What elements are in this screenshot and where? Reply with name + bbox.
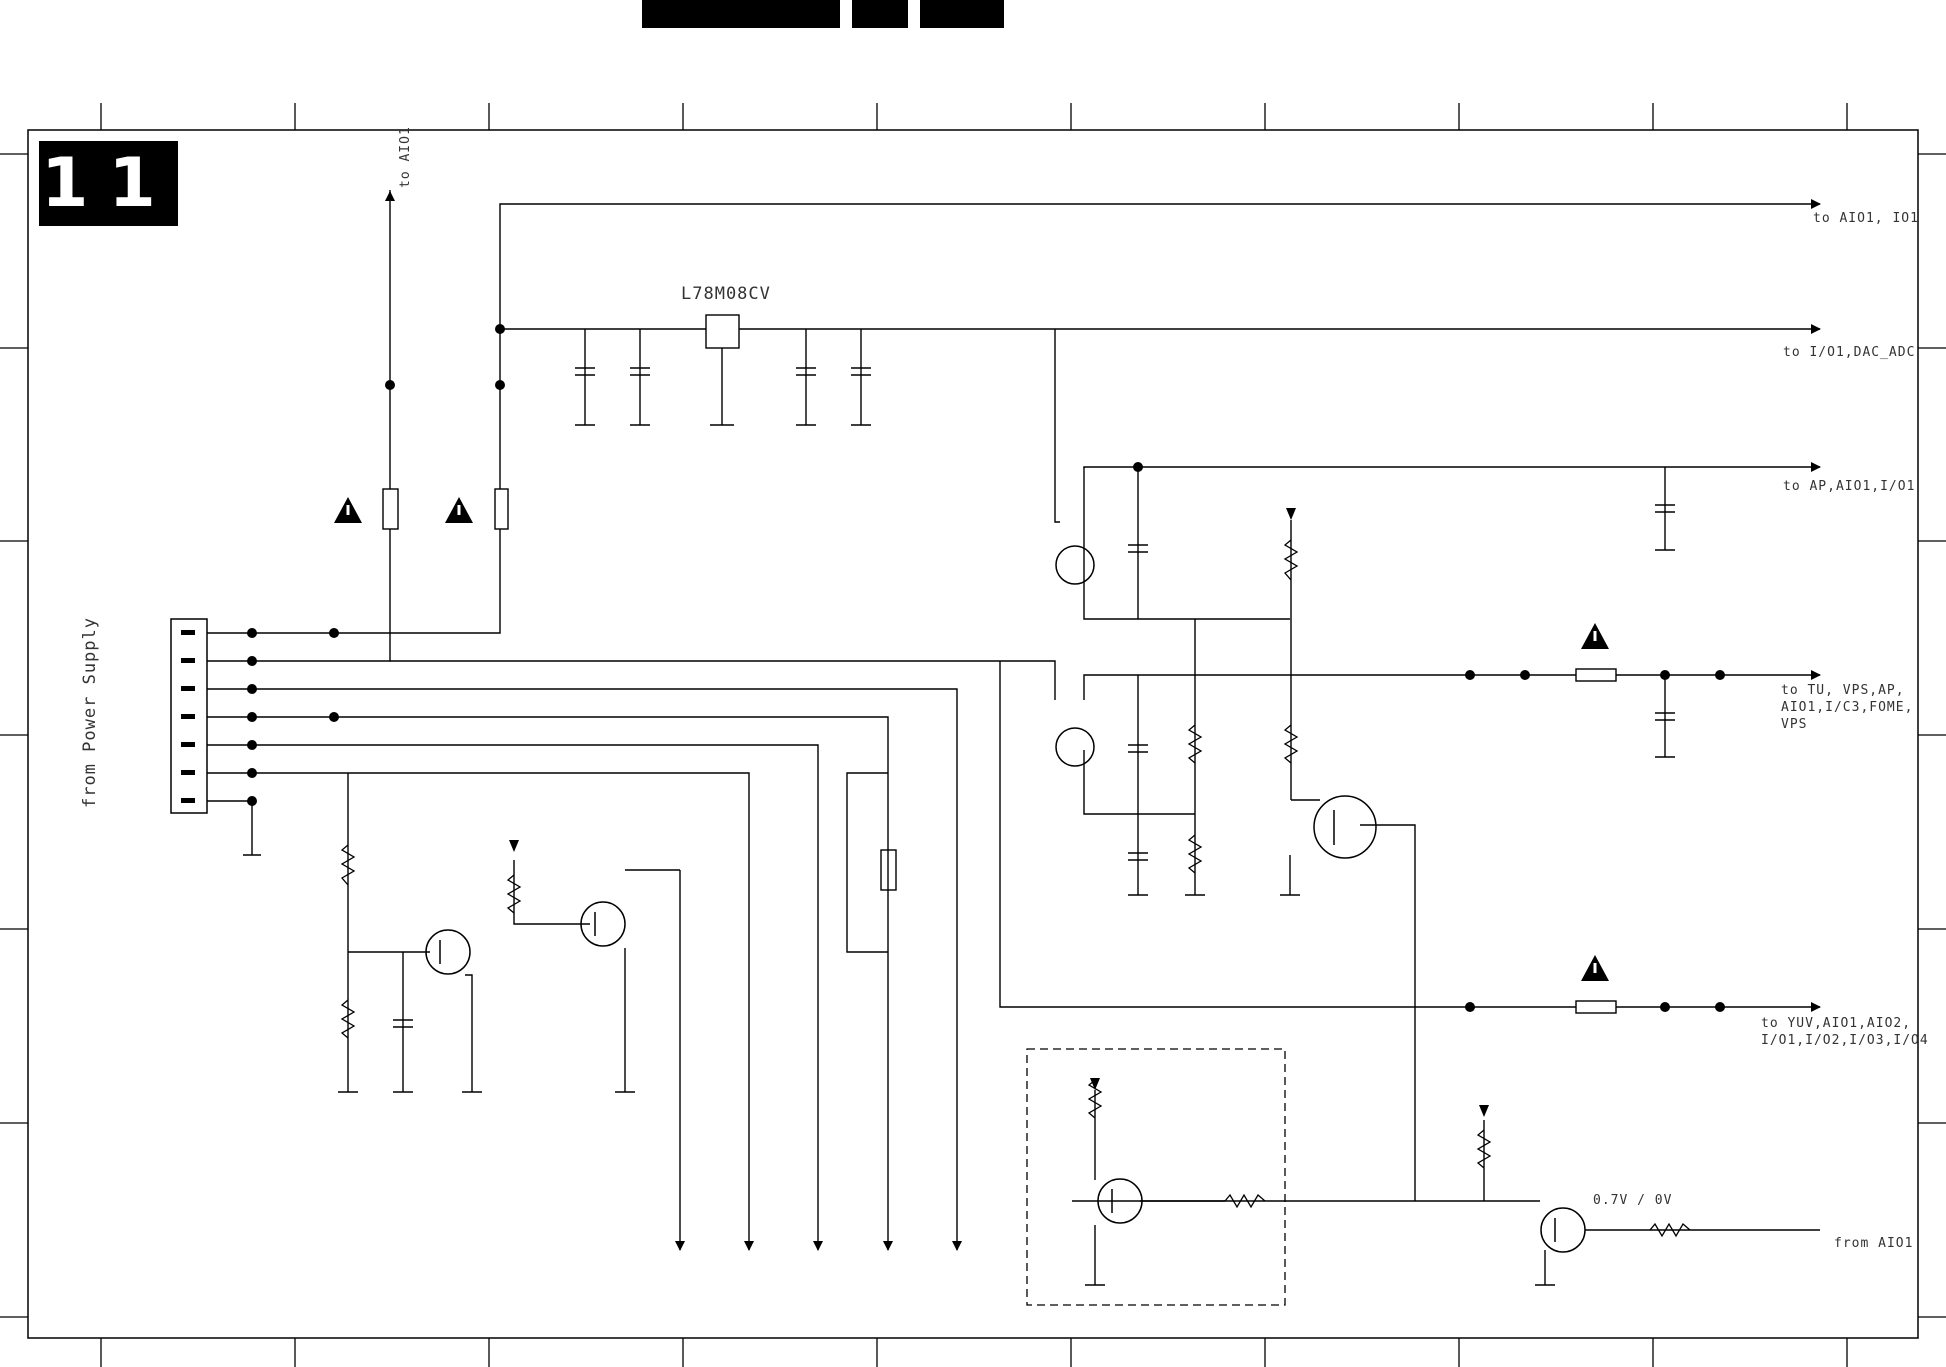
header-bar-1 [642,0,840,28]
resistors [340,539,1691,1238]
output-label-io1-dac: to I/O1,DAC_ADC [1783,345,1916,360]
output-label-yuv-line1: to YUV,AIO1,AIO2, [1761,1016,1912,1031]
from-aio1-label: from AIO1 [1834,1236,1914,1251]
voltage-label: 0.7V / 0V [1593,1193,1673,1208]
output-label-tu-vps-line2: AIO1,I/C3,FOME, [1781,700,1914,715]
wires [207,190,1821,1286]
connector-pins [181,630,195,803]
transistors [425,545,1586,1253]
output-label-top: to AIO1 [398,126,413,188]
junction-dots [247,324,1725,1012]
output-label-tu-vps-line1: to TU, VPS,AP, [1781,683,1905,698]
dashed-subcircuit-box [1026,1048,1286,1306]
output-label-aio1-io1: to AIO1, IO1 [1813,211,1919,226]
power-connector [170,618,208,814]
header-bar-3 [920,0,1004,28]
regulator-label: L78M08CV [681,284,771,304]
output-label-ap-aio1: to AP,AIO1,I/O1 [1783,479,1916,494]
page-number: 11 [39,141,178,226]
output-label-tu-vps-line3: VPS [1781,717,1808,732]
input-label: from Power Supply [80,617,100,808]
header-bar-2 [852,0,908,28]
output-label-yuv-line2: I/O1,I/O2,I/O3,I/O4 [1761,1033,1929,1048]
sheet-frame [27,129,1919,1339]
warning-triangle-icon [334,497,1609,981]
supply-arrow-icon [509,508,1489,1117]
frame-ticks [0,103,1946,1367]
capacitors [393,367,1675,1028]
